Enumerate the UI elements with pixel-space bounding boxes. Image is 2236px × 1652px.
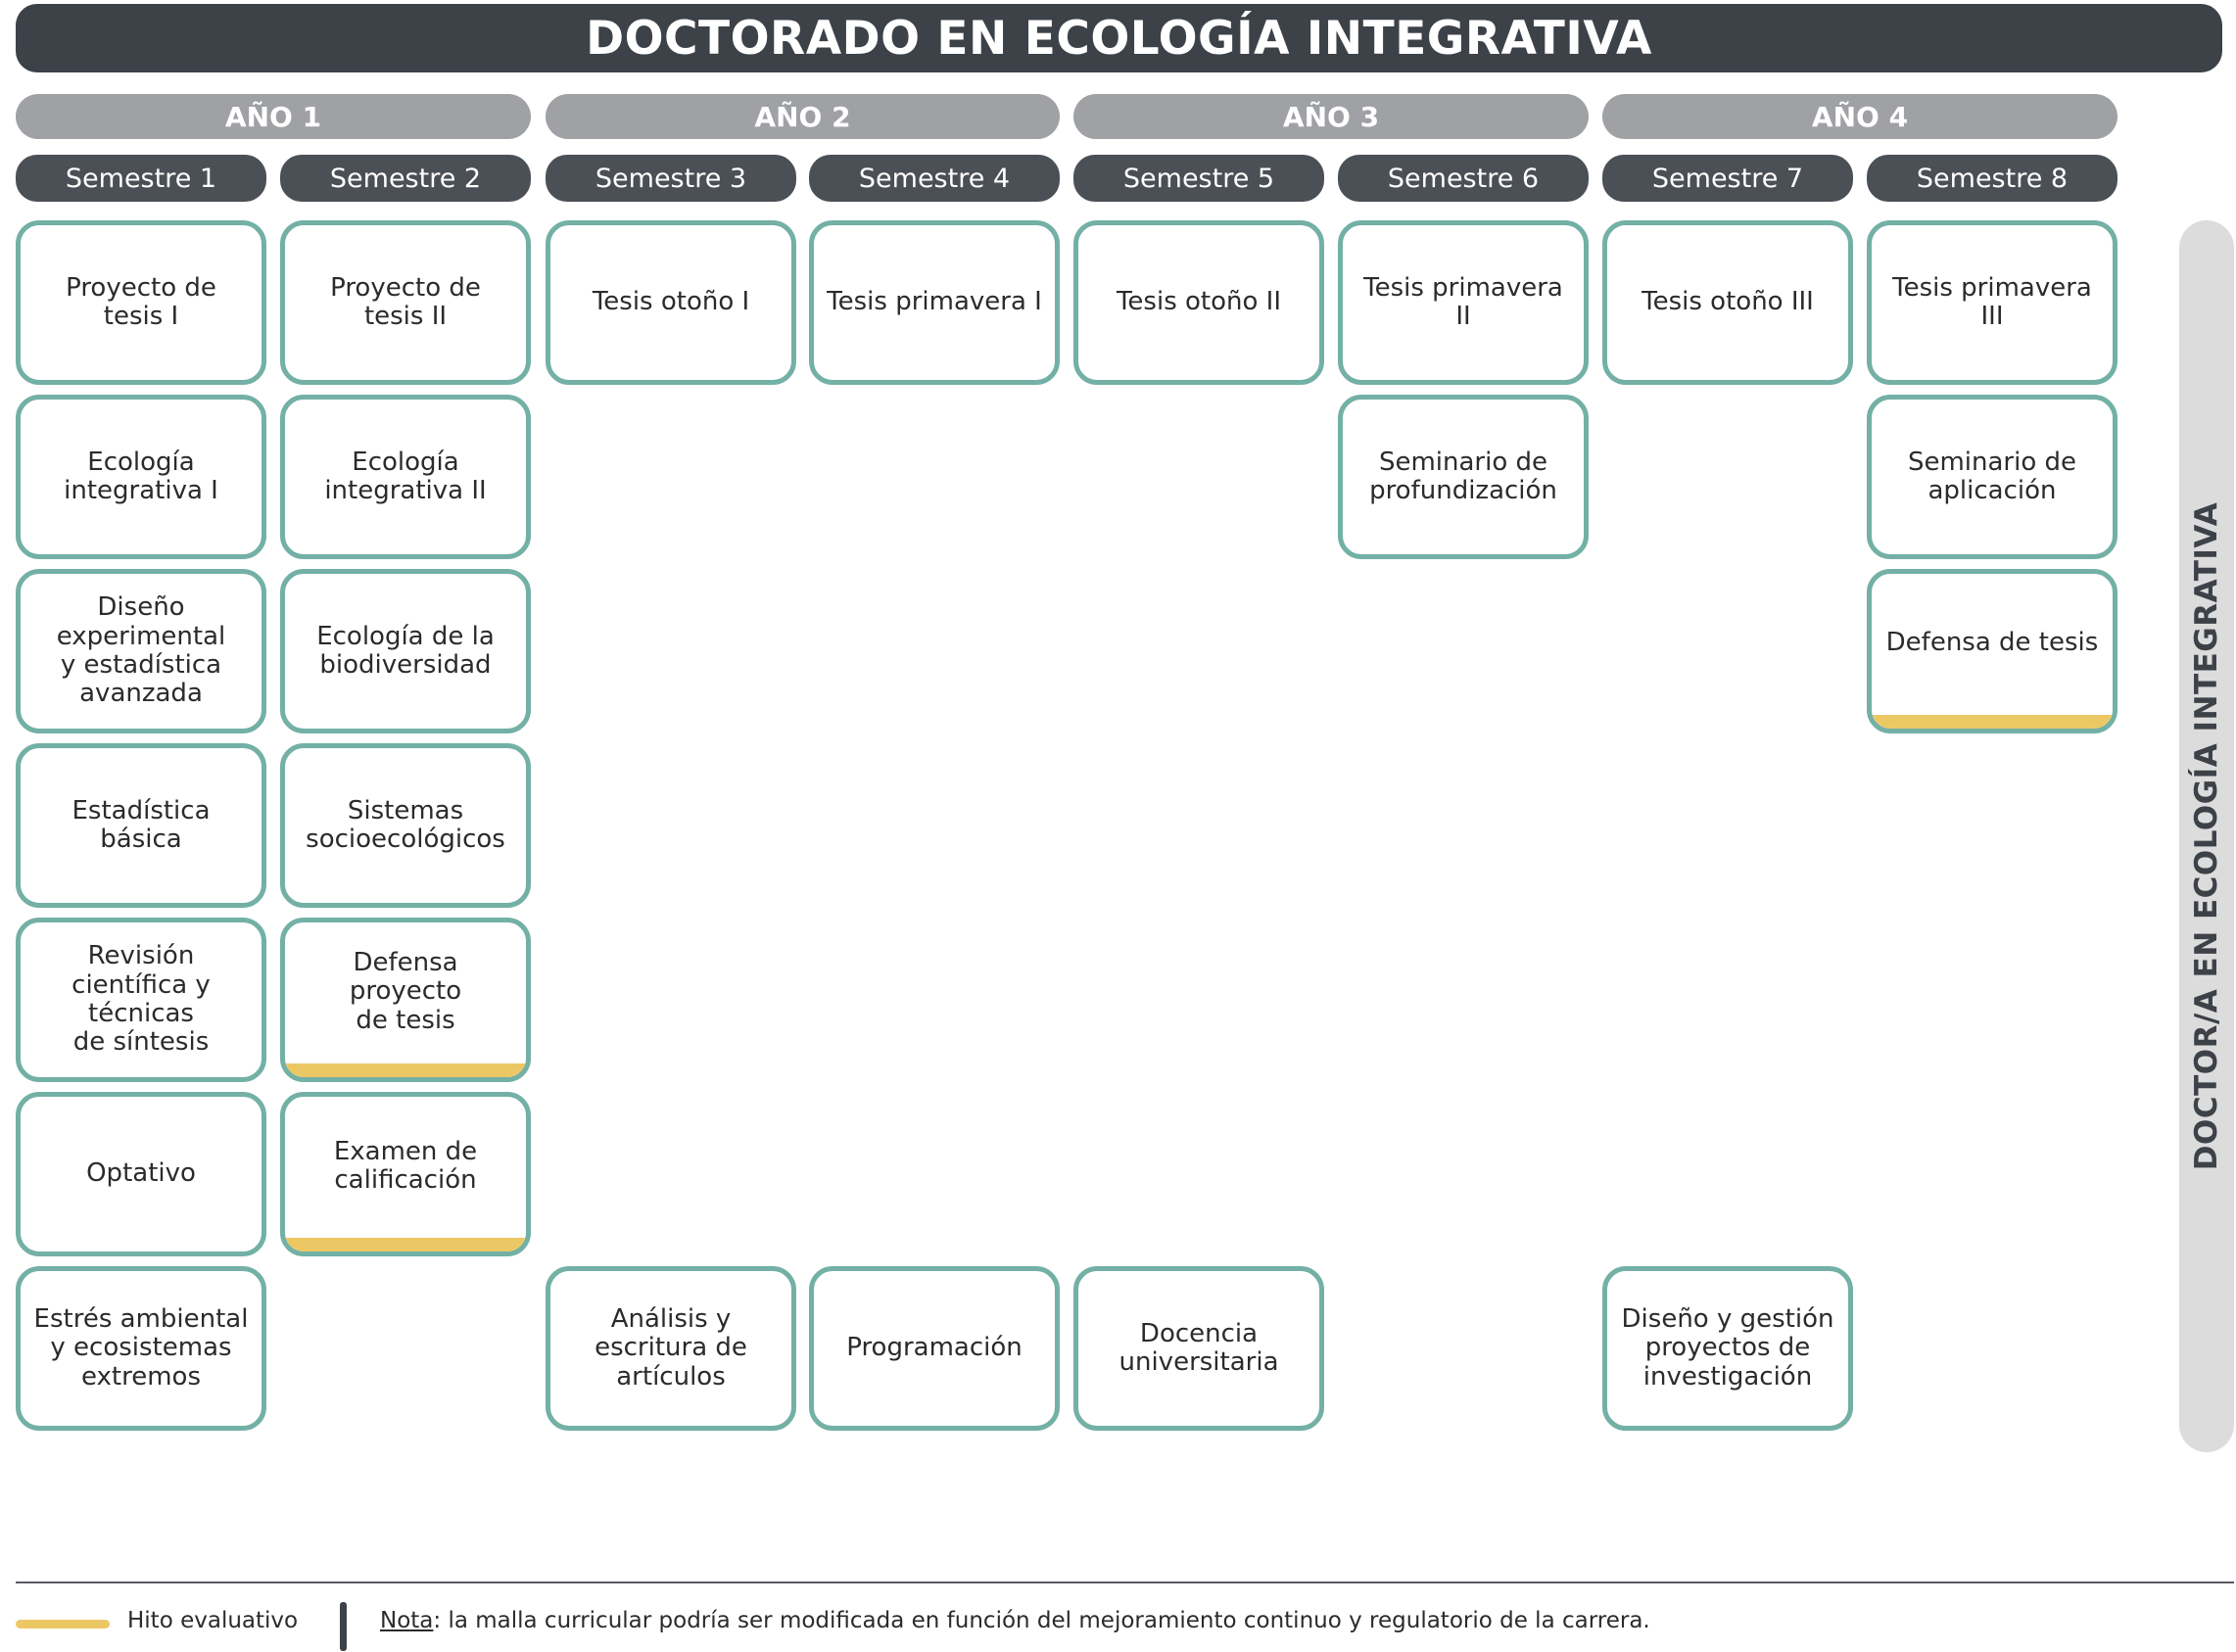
year-header-1: AÑO 1 bbox=[16, 94, 531, 139]
course-label: Tesis primavera I bbox=[827, 287, 1042, 317]
milestone-marker bbox=[285, 1063, 526, 1077]
course-box: Defensa proyecto de tesis bbox=[280, 918, 531, 1082]
course-box: Ecología de la biodiversidad bbox=[280, 569, 531, 733]
course-box: Diseño experimental y estadística avanza… bbox=[16, 569, 266, 733]
course-box: Defensa de tesis bbox=[1867, 569, 2117, 733]
course-label: Examen de calificación bbox=[333, 1136, 478, 1195]
course-label: Tesis otoño I bbox=[592, 287, 750, 317]
note-text: : la malla curricular podría ser modific… bbox=[433, 1608, 1650, 1633]
course-box: Tesis otoño III bbox=[1602, 220, 1853, 385]
semester-header-6: Semestre 6 bbox=[1338, 155, 1589, 202]
milestone-marker bbox=[285, 1238, 526, 1251]
semester-header-5: Semestre 5 bbox=[1073, 155, 1324, 202]
legend-swatch-hito bbox=[16, 1620, 110, 1628]
course-label: Diseño y gestión proyectos de investigac… bbox=[1621, 1303, 1834, 1392]
course-label: Optativo bbox=[86, 1158, 196, 1189]
course-box: Tesis otoño II bbox=[1073, 220, 1324, 385]
course-box: Tesis otoño I bbox=[546, 220, 796, 385]
course-box: Sistemas socioecológicos bbox=[280, 743, 531, 908]
course-box: Estrés ambiental y ecosistemas extremos bbox=[16, 1266, 266, 1431]
course-box: Seminario de aplicación bbox=[1867, 395, 2117, 559]
course-label: Seminario de aplicación bbox=[1907, 447, 2077, 505]
course-label: Sistemas socioecológicos bbox=[306, 795, 505, 854]
course-label: Análisis y escritura de artículos bbox=[595, 1303, 747, 1392]
course-label: Tesis primavera II bbox=[1363, 272, 1563, 331]
course-box: Tesis primavera II bbox=[1338, 220, 1589, 385]
course-label: Seminario de profundización bbox=[1369, 447, 1557, 505]
footer-note: Nota: la malla curricular podría ser mod… bbox=[380, 1608, 1650, 1633]
course-box: Proyecto de tesis I bbox=[16, 220, 266, 385]
semester-header-1: Semestre 1 bbox=[16, 155, 266, 202]
course-label: Tesis primavera III bbox=[1892, 272, 2092, 331]
course-label: Docencia universitaria bbox=[1118, 1318, 1279, 1377]
degree-title: DOCTOR/A EN ECOLOGÍA INTEGRATIVA bbox=[2189, 501, 2224, 1171]
semester-header-4: Semestre 4 bbox=[809, 155, 1060, 202]
course-box: Ecología integrativa I bbox=[16, 395, 266, 559]
year-header-2: AÑO 2 bbox=[546, 94, 1060, 139]
semester-header-3: Semestre 3 bbox=[546, 155, 796, 202]
legend-label: Hito evaluativo bbox=[127, 1608, 299, 1633]
note-prefix: Nota bbox=[380, 1608, 434, 1633]
course-label: Estadística básica bbox=[71, 795, 211, 854]
milestone-marker bbox=[1872, 715, 2113, 729]
year-header-3: AÑO 3 bbox=[1073, 94, 1589, 139]
course-box: Ecología integrativa II bbox=[280, 395, 531, 559]
course-box: Programación bbox=[809, 1266, 1060, 1431]
course-box: Proyecto de tesis II bbox=[280, 220, 531, 385]
course-label: Programación bbox=[846, 1333, 1023, 1363]
course-label: Proyecto de tesis II bbox=[330, 272, 481, 331]
course-label: Defensa proyecto de tesis bbox=[349, 947, 462, 1035]
course-box: Seminario de profundización bbox=[1338, 395, 1589, 559]
course-label: Tesis otoño II bbox=[1116, 287, 1282, 317]
page-title: DOCTORADO EN ECOLOGÍA INTEGRATIVA bbox=[16, 4, 2222, 72]
course-box: Optativo bbox=[16, 1092, 266, 1256]
semester-header-2: Semestre 2 bbox=[280, 155, 531, 202]
course-label: Estrés ambiental y ecosistemas extremos bbox=[33, 1303, 249, 1392]
course-box: Tesis primavera I bbox=[809, 220, 1060, 385]
semester-header-8: Semestre 8 bbox=[1867, 155, 2117, 202]
course-box: Docencia universitaria bbox=[1073, 1266, 1324, 1431]
year-header-4: AÑO 4 bbox=[1602, 94, 2117, 139]
course-label: Ecología integrativa I bbox=[64, 447, 218, 505]
course-box: Análisis y escritura de artículos bbox=[546, 1266, 796, 1431]
course-label: Revisión científica y técnicas de síntes… bbox=[71, 941, 211, 1058]
course-label: Ecología integrativa II bbox=[324, 447, 487, 505]
course-label: Proyecto de tesis I bbox=[66, 272, 216, 331]
course-box: Estadística básica bbox=[16, 743, 266, 908]
course-label: Tesis otoño III bbox=[1641, 287, 1814, 317]
graduation-bar bbox=[2179, 220, 2234, 1452]
course-box: Tesis primavera III bbox=[1867, 220, 2117, 385]
semester-header-7: Semestre 7 bbox=[1602, 155, 1853, 202]
footer-divider bbox=[16, 1581, 2234, 1583]
legend-separator bbox=[340, 1602, 347, 1651]
course-box: Diseño y gestión proyectos de investigac… bbox=[1602, 1266, 1853, 1431]
course-box: Examen de calificación bbox=[280, 1092, 531, 1256]
course-label: Defensa de tesis bbox=[1885, 628, 2099, 658]
course-label: Diseño experimental y estadística avanza… bbox=[56, 592, 226, 709]
course-box: Revisión científica y técnicas de síntes… bbox=[16, 918, 266, 1082]
course-label: Ecología de la biodiversidad bbox=[316, 621, 495, 680]
